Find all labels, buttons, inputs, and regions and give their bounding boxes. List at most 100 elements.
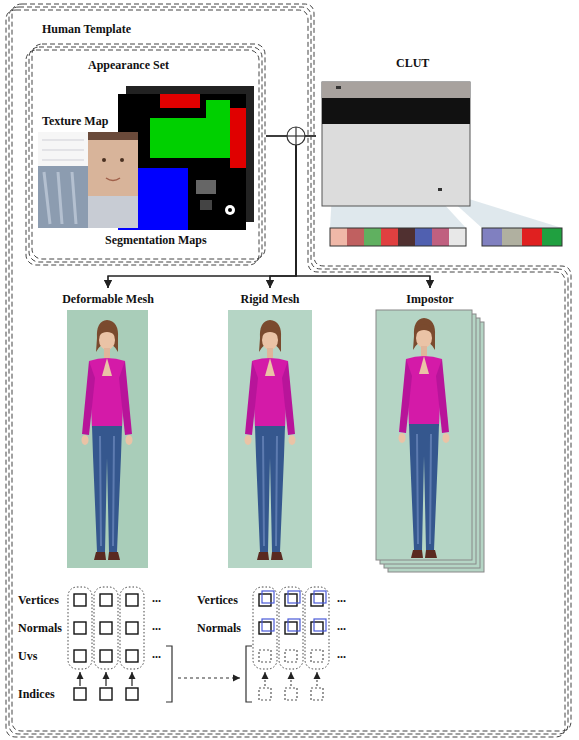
rigid-buffers xyxy=(253,587,329,669)
node-title: Appearance Set xyxy=(88,58,169,72)
clut-image xyxy=(482,228,562,246)
dashed-outline xyxy=(29,47,262,262)
clut-image xyxy=(330,228,466,246)
clut-image xyxy=(542,228,562,246)
combine-symbol xyxy=(287,127,305,145)
rigid-buffers xyxy=(288,619,300,631)
clut-image xyxy=(364,228,381,246)
deformable-buffers xyxy=(126,622,138,634)
texture-image xyxy=(38,166,88,228)
deformable-buffers xyxy=(74,594,86,606)
clut-image xyxy=(522,228,542,246)
rigid-buffers xyxy=(264,672,265,686)
deformable-buffers xyxy=(246,646,252,702)
deformable-figure xyxy=(82,320,133,560)
clut-image xyxy=(438,188,442,191)
segmentation-image xyxy=(206,100,230,118)
rigid-buffers xyxy=(305,587,329,669)
clut-image xyxy=(415,228,432,246)
deformable-buffers xyxy=(178,677,240,678)
node-title: CLUT xyxy=(396,56,429,70)
mesh-panel: Impostor xyxy=(368,288,492,572)
rigid-buffers xyxy=(262,619,274,631)
segmentation-image xyxy=(196,180,216,194)
part-label: Normals xyxy=(197,621,241,635)
dashed-outline xyxy=(6,10,565,737)
deformable-buffers xyxy=(74,650,86,662)
rigid-buffers xyxy=(262,591,274,603)
part-label: Segmentation Maps xyxy=(105,233,207,247)
dashed-outline xyxy=(32,44,265,259)
segmentation-image xyxy=(150,118,230,158)
texture-image xyxy=(44,172,76,224)
deformable-buffers xyxy=(100,688,112,700)
node-title: Rigid Mesh xyxy=(205,292,335,306)
clut-image xyxy=(322,98,470,124)
texture-image xyxy=(88,196,138,228)
part-label: ... xyxy=(152,647,161,661)
clut-image xyxy=(322,82,470,98)
node-title: Human Template xyxy=(42,22,131,36)
deformable-buffers xyxy=(126,650,138,662)
clut-image xyxy=(432,228,449,246)
deformable-buffers xyxy=(120,587,144,669)
clut-image xyxy=(502,228,522,246)
rigid-buffers xyxy=(285,650,297,662)
deformable-buffers xyxy=(80,672,132,686)
part-label: Texture Map xyxy=(42,114,108,128)
texture-image xyxy=(88,140,138,196)
part-label: ... xyxy=(152,619,161,633)
dashed-outline xyxy=(26,50,259,265)
dashed-outline xyxy=(6,10,565,737)
rigid-buffers xyxy=(316,672,317,686)
clut-image xyxy=(322,82,562,246)
dashed-outline xyxy=(29,47,262,262)
part-label: Normals xyxy=(18,621,62,635)
segmentation-image xyxy=(200,200,212,210)
deformable-buffers xyxy=(166,646,172,702)
rigid-buffers xyxy=(288,591,300,603)
texture-image xyxy=(106,178,120,181)
flow-arrow xyxy=(296,136,430,288)
part-label: ... xyxy=(337,591,346,605)
combine-symbol xyxy=(295,127,296,145)
rigid-buffers xyxy=(259,594,271,606)
rigid-buffers xyxy=(311,650,323,662)
deformable-buffers xyxy=(126,594,138,606)
deformable-buffers xyxy=(100,650,112,662)
dashed-outline xyxy=(12,4,571,731)
rigid-buffers xyxy=(285,622,297,634)
clut-image xyxy=(398,228,415,246)
rigid-buffers xyxy=(285,688,297,700)
dashed-outline xyxy=(12,4,571,731)
rigid-buffers xyxy=(259,650,271,662)
deformable-buffers xyxy=(126,688,138,700)
rigid-buffers xyxy=(314,591,326,603)
rigid-figure xyxy=(245,320,296,560)
appearance-set-box: Appearance Set xyxy=(26,44,266,266)
part-label: ... xyxy=(337,647,346,661)
clut-image xyxy=(482,228,502,246)
rigid-buffers xyxy=(290,672,291,686)
segmentation-image xyxy=(118,86,254,230)
texture-image xyxy=(88,132,138,140)
rigid-figure xyxy=(228,310,312,568)
clut-panel: CLUT xyxy=(316,44,568,250)
rigid-buffers xyxy=(311,688,323,700)
clut-image xyxy=(381,228,398,246)
clut-image xyxy=(449,228,466,246)
deformable-buffers xyxy=(79,672,80,686)
clut-image xyxy=(330,228,347,246)
deformable-figure xyxy=(67,310,148,568)
rigid-figure xyxy=(228,310,312,568)
deformable-buffers xyxy=(68,587,252,702)
texture-image xyxy=(38,132,138,228)
texture-image xyxy=(38,132,88,166)
flow-arrow xyxy=(270,136,316,288)
dashed-outline xyxy=(9,7,568,734)
